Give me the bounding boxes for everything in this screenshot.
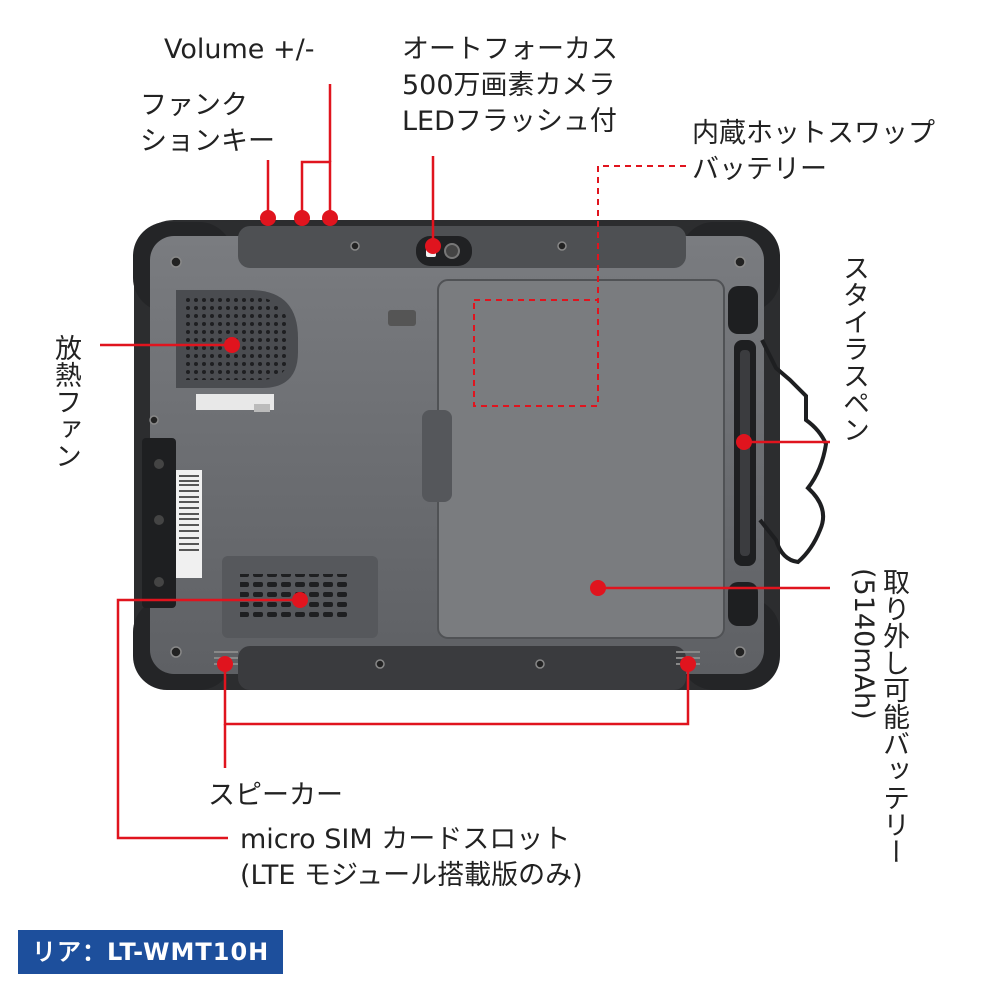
- label-removable-battery-line2: (5140mAh): [848, 568, 879, 720]
- camera-lens-icon: [444, 243, 460, 259]
- label-function-key: ファンク ションキー: [140, 88, 275, 160]
- label-sim-line1: micro SIM カードスロット: [240, 824, 571, 855]
- label-camera: オートフォーカス 500万画素カメラ LEDフラッシュ付: [402, 32, 618, 140]
- label-removable-battery: 取り外し可能バッテリー (5140mAh): [848, 568, 909, 865]
- label-volume: Volume +/-: [164, 34, 315, 65]
- battery-pack: [422, 279, 725, 639]
- model-badge: リア：LT-WMT10H: [18, 930, 284, 974]
- hotswap-outline: [473, 165, 686, 407]
- label-function-key-line1: ファンク: [140, 90, 248, 121]
- label-function-key-line2: ションキー: [140, 126, 275, 157]
- fan-vent-icon: [182, 296, 290, 380]
- screws: [149, 241, 746, 669]
- label-hotswap-line1: 内蔵ホットスワップ: [692, 118, 935, 149]
- label-hotswap-battery: 内蔵ホットスワップ バッテリー: [692, 116, 935, 188]
- label-camera-line3: LEDフラッシュ付: [402, 106, 617, 137]
- label-hotswap-line2: バッテリー: [692, 154, 827, 185]
- label-removable-battery-line1: 取り外し可能バッテリー: [878, 568, 909, 865]
- battery-latch: [422, 410, 452, 502]
- right-grip-bottom: [728, 582, 758, 626]
- callout-dots: [217, 210, 752, 672]
- barcode-label: [176, 470, 202, 578]
- barcode-lines: [179, 475, 199, 551]
- label-speaker: スピーカー: [208, 780, 343, 811]
- label-camera-line2: 500万画素カメラ: [402, 70, 616, 101]
- small-sticker: [254, 404, 270, 412]
- label-stylus: スタイラスペン: [838, 254, 869, 443]
- side-connector: [142, 438, 176, 608]
- callout-lines: [100, 84, 830, 840]
- bottom-ridge: [238, 646, 686, 690]
- label-sim-line2: (LTE モジュール搭載版のみ): [240, 860, 583, 891]
- camera-module: [416, 236, 472, 266]
- label-fan: 放熱ファン: [50, 334, 81, 469]
- stylus-pen-icon: [734, 339, 829, 566]
- label-camera-line1: オートフォーカス: [402, 34, 618, 65]
- label-sim-slot: micro SIM カードスロット (LTE モジュール搭載版のみ): [240, 822, 583, 894]
- logo-slot: [388, 310, 416, 326]
- right-grip-top: [728, 286, 758, 334]
